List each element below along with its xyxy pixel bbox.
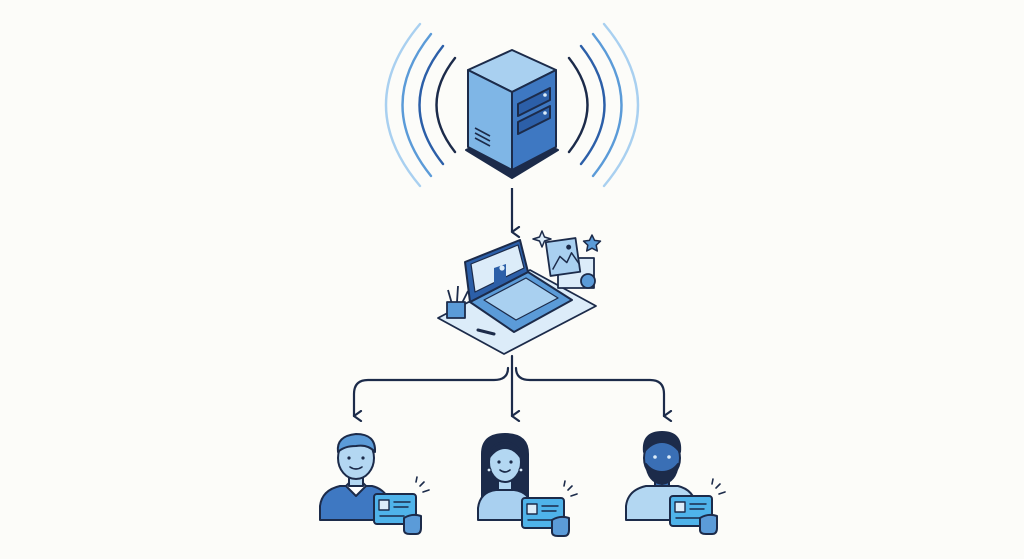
user-2-node [477, 433, 578, 537]
id-card-icon [521, 497, 570, 537]
star-icon [582, 234, 602, 252]
sparkle-icon [532, 230, 552, 248]
tap-signal-icon [711, 478, 726, 495]
user-icon [625, 431, 697, 521]
server-node [384, 22, 640, 188]
laptop-icon [464, 239, 573, 333]
tap-signal-icon [415, 476, 430, 493]
id-card-icon [373, 493, 422, 535]
stylus-icon [476, 328, 496, 336]
workstation-node [437, 230, 602, 355]
user-icon [319, 433, 391, 521]
user-3-node [625, 431, 726, 535]
branch-connector [352, 354, 664, 416]
user-1-node [319, 433, 430, 535]
image-card-icon [544, 237, 596, 289]
id-card-icon [669, 495, 718, 535]
user-icon [477, 433, 533, 521]
server-icon [465, 49, 559, 179]
edge-workstation-to-user-3 [514, 366, 664, 416]
tap-signal-icon [563, 480, 578, 497]
pencil-cup-icon [446, 285, 469, 319]
edge-workstation-to-user-1 [352, 366, 510, 416]
signal-waves-left-icon [384, 22, 457, 188]
signal-waves-right-icon [567, 22, 640, 188]
